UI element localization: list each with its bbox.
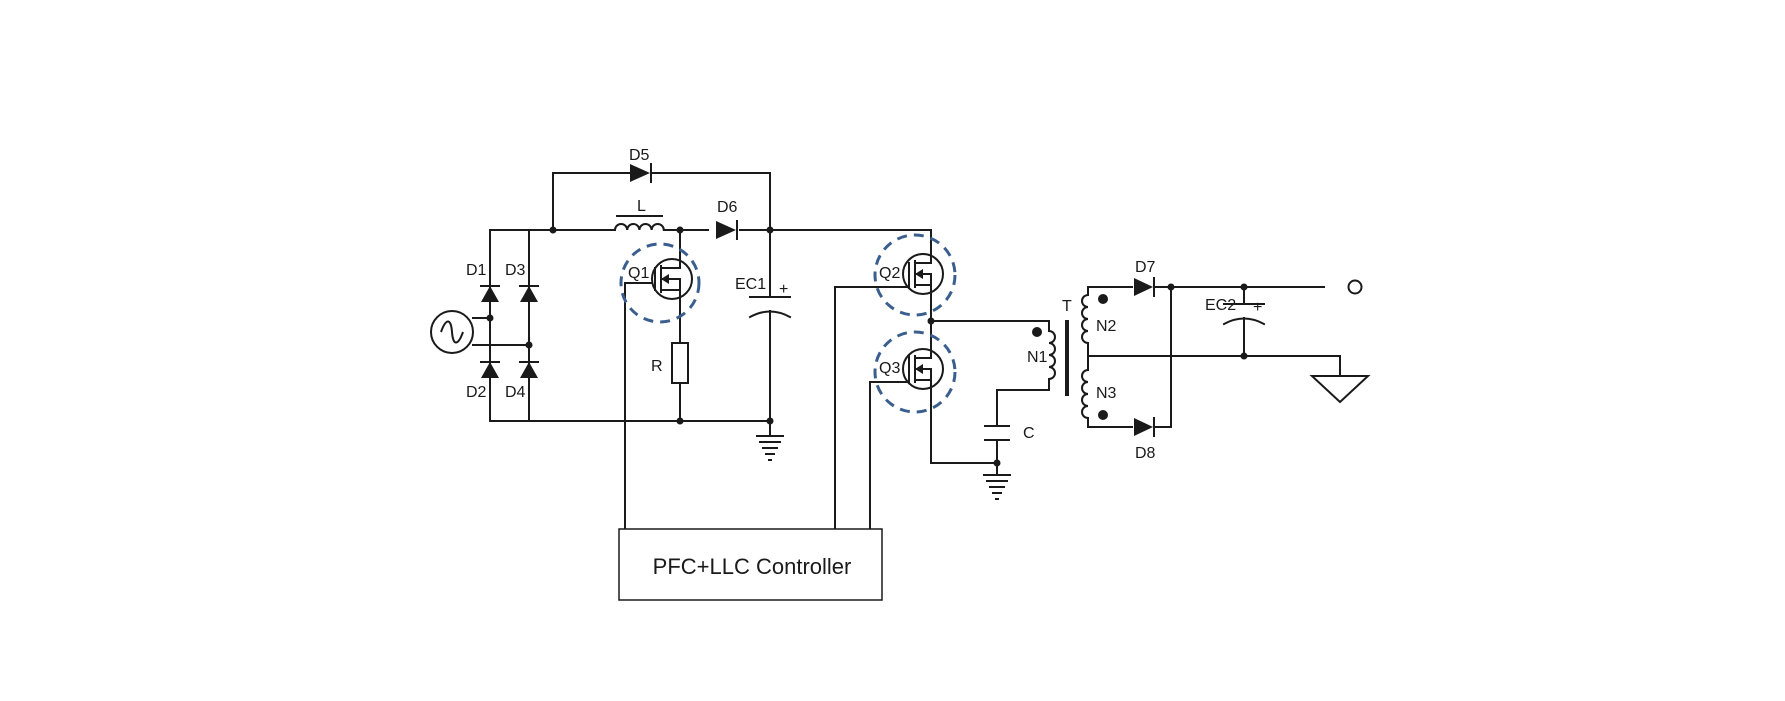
label-q3: Q3 <box>879 360 900 377</box>
ground-output-icon <box>1309 375 1371 404</box>
resistor-r <box>671 342 689 384</box>
ground-ec1-icon <box>756 435 784 461</box>
diode-d1 <box>480 285 500 302</box>
transformer-t <box>1032 293 1108 420</box>
capacitor-c <box>984 425 1010 441</box>
svg-text:+: + <box>779 281 788 298</box>
label-n2: N2 <box>1096 318 1117 335</box>
junction-dots <box>486 226 1248 467</box>
ground-c-icon <box>983 474 1011 500</box>
label-n3: N3 <box>1096 385 1117 402</box>
label-ec1: EC1 <box>735 276 766 293</box>
output-terminal <box>1347 279 1363 295</box>
diode-d8 <box>1134 417 1155 437</box>
mosfet-q2 <box>902 253 944 295</box>
label-d8: D8 <box>1135 445 1156 462</box>
label-d2: D2 <box>466 384 487 401</box>
label-ec2: EC2 <box>1205 297 1236 314</box>
label-d6: D6 <box>717 199 738 216</box>
label-d7: D7 <box>1135 259 1156 276</box>
label-t: T <box>1062 298 1072 315</box>
label-d5: D5 <box>629 147 650 164</box>
label-r: R <box>651 358 663 375</box>
svg-text:+: + <box>1253 299 1262 316</box>
mosfet-q3 <box>902 346 944 391</box>
label-q1: Q1 <box>628 265 649 282</box>
diode-d6 <box>716 220 738 240</box>
diode-d5 <box>630 163 652 183</box>
label-d4: D4 <box>505 384 526 401</box>
diode-d4 <box>519 361 539 378</box>
mosfet-highlights <box>619 233 957 414</box>
capacitor-ec1: + <box>748 281 792 319</box>
label-l: L <box>637 198 646 215</box>
wiring <box>472 172 1341 530</box>
diode-d2 <box>480 361 500 378</box>
label-c: C <box>1023 425 1035 442</box>
diode-d7 <box>1134 277 1155 297</box>
label-n1: N1 <box>1027 349 1048 366</box>
label-d3: D3 <box>505 262 526 279</box>
inductor-l <box>613 215 665 232</box>
capacitor-ec2: + <box>1222 299 1266 326</box>
label-q2: Q2 <box>879 265 900 282</box>
component-labels: D5 L D6 D1 D3 D2 D4 Q1 R EC1 Q2 Q3 N1 C … <box>466 147 1236 462</box>
controller-box: PFC+LLC Controller <box>618 528 883 601</box>
controller-label: PFC+LLC Controller <box>653 554 852 579</box>
label-d1: D1 <box>466 262 487 279</box>
mosfet-q1 <box>651 258 693 300</box>
ac-source <box>430 310 474 354</box>
diode-d3 <box>519 285 539 302</box>
